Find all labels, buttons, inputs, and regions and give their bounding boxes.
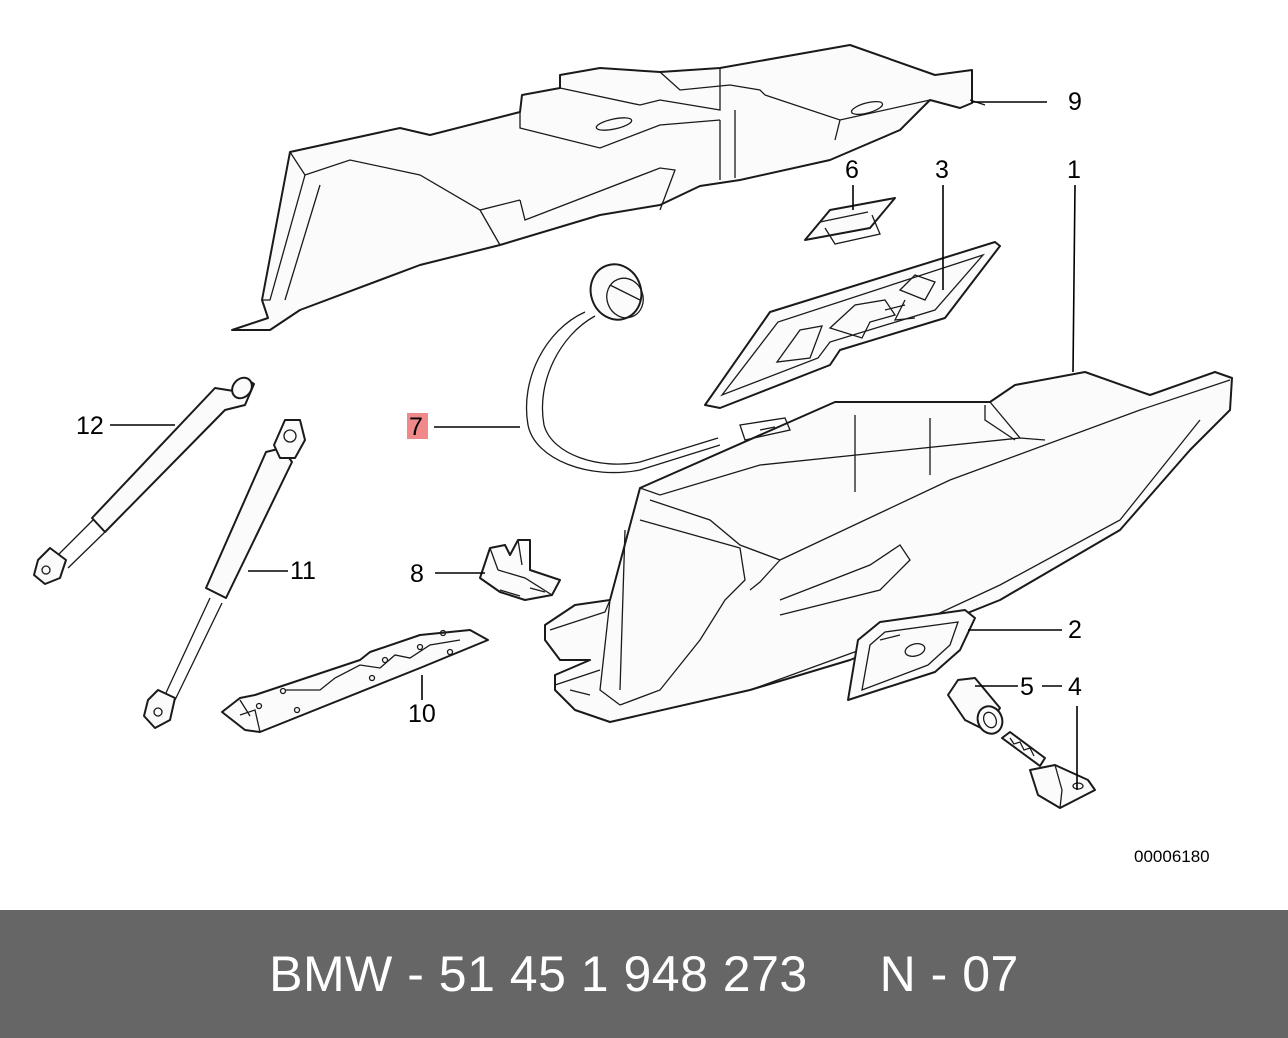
part-7-cable xyxy=(525,263,721,474)
callout-7: 7 xyxy=(409,413,423,441)
callout-10: 10 xyxy=(408,700,436,728)
callout-4: 4 xyxy=(1068,673,1082,701)
callouts: 9 6 3 1 12 7 11 8 2 5 4 10 xyxy=(76,88,1082,728)
part-2-lock-surround xyxy=(847,609,976,701)
diagram-code: 00006180 xyxy=(1134,847,1210,866)
leader-lines xyxy=(110,101,1078,790)
callout-3: 3 xyxy=(935,156,949,184)
callout-11: 11 xyxy=(290,557,316,585)
part-5-lock-cylinder xyxy=(947,677,1004,735)
part-4-key xyxy=(1001,731,1096,809)
part-12-gas-strut xyxy=(33,376,255,585)
callout-5: 5 xyxy=(1020,673,1034,701)
callout-1: 1 xyxy=(1067,156,1081,184)
part-1-glovebox-tray xyxy=(544,371,1233,723)
part-9-housing xyxy=(231,44,986,331)
leader-1 xyxy=(1072,184,1076,373)
callout-8: 8 xyxy=(410,560,424,588)
part-6-handle xyxy=(804,197,896,245)
callout-6: 6 xyxy=(845,156,859,184)
part-3-lock-plate xyxy=(704,241,1001,409)
part-10-hinge-bracket xyxy=(221,629,489,733)
part-11-gas-strut xyxy=(143,419,306,729)
callout-2: 2 xyxy=(1068,616,1082,644)
part-number-caption: BMW - 51 45 1 948 273 N - 07 xyxy=(269,946,1019,1002)
callout-9: 9 xyxy=(1068,88,1082,116)
part-8-clip xyxy=(479,539,561,601)
callout-12: 12 xyxy=(76,412,104,440)
parts-diagram: 9 6 3 1 12 7 11 8 2 5 4 10 00006180 xyxy=(33,44,1233,866)
footer-bar: BMW - 51 45 1 948 273 N - 07 xyxy=(0,910,1288,1038)
callout-7-highlight xyxy=(407,413,428,439)
